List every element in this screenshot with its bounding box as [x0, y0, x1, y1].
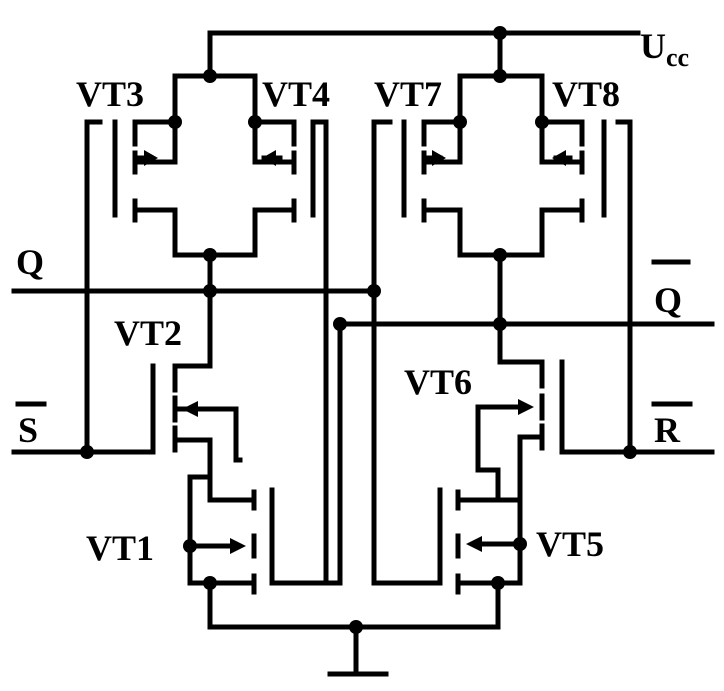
- junction-dot: [203, 284, 217, 298]
- junction-dot: [333, 317, 347, 331]
- vt5-label: VT5: [536, 524, 604, 564]
- junction-dot: [493, 317, 507, 331]
- junction-dot: [203, 576, 217, 590]
- output-nets: [11, 252, 715, 586]
- vt1-label: VT1: [86, 528, 154, 568]
- junction-dot: [453, 115, 467, 129]
- q-bar-label: Q: [654, 280, 682, 320]
- junction-dot: [80, 445, 94, 459]
- arrows: [137, 150, 573, 554]
- junction-dot: [183, 539, 197, 553]
- junction-dot: [493, 26, 507, 40]
- vt2-arrow-icon: [182, 401, 198, 417]
- vt3-label: VT3: [76, 74, 144, 114]
- junction-dot: [168, 115, 182, 129]
- vt5-arrow-icon: [466, 536, 482, 552]
- junctions: [80, 26, 637, 634]
- pmos-pair-vt7-vt8: [371, 73, 633, 586]
- junction-dot: [535, 115, 549, 129]
- supply-rail: [207, 30, 641, 79]
- s-bar-label: S: [18, 410, 38, 450]
- junction-dot: [491, 576, 505, 590]
- vt7-label: VT7: [374, 74, 442, 114]
- vt1-arrow-icon: [230, 538, 246, 554]
- junction-dot: [349, 620, 363, 634]
- junction-dot: [203, 69, 217, 83]
- vt6-arrow-icon: [518, 399, 534, 415]
- junction-dot: [367, 284, 381, 298]
- junction-dot: [623, 445, 637, 459]
- junction-dot: [203, 248, 217, 262]
- overbars: [15, 259, 693, 407]
- vt6-label: VT6: [404, 362, 472, 402]
- q-label: Q: [16, 242, 44, 282]
- vt4-label: VT4: [262, 74, 330, 114]
- vt8-label: VT8: [552, 74, 620, 114]
- junction-dot: [493, 69, 507, 83]
- supply-label: Ucc: [640, 26, 689, 72]
- r-bar-label: R: [654, 410, 681, 450]
- junction-dot: [248, 115, 262, 129]
- junction-dot: [493, 248, 507, 262]
- junction-dot: [513, 537, 527, 551]
- vt2-label: VT2: [114, 313, 182, 353]
